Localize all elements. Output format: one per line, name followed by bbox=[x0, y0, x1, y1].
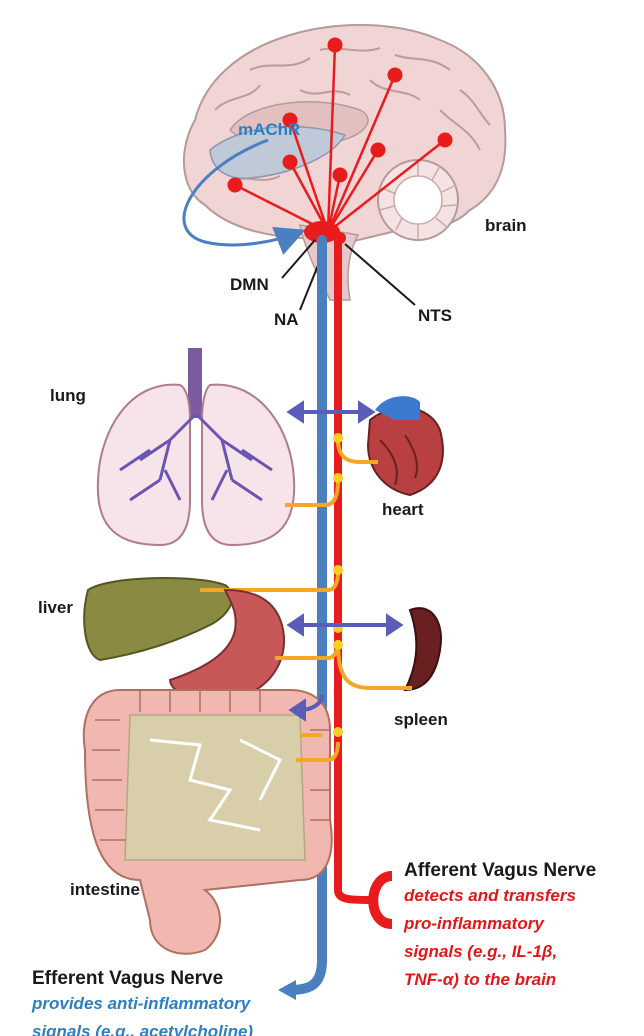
liver-label: liver bbox=[38, 598, 73, 618]
na-label: NA bbox=[274, 310, 299, 330]
brain-label: brain bbox=[485, 216, 527, 236]
efferent-description: Efferent Vagus Nerve provides anti-infla… bbox=[32, 968, 332, 1036]
intestine-label: intestine bbox=[70, 880, 140, 900]
lung-label: lung bbox=[50, 386, 86, 406]
afferent-receptor bbox=[373, 876, 392, 924]
anti-inflammatory-arrow-heart bbox=[290, 404, 372, 420]
mAChR-label: mAChR bbox=[238, 120, 300, 140]
efferent-line-2: signals (e.g., acetylcholine) bbox=[32, 1018, 332, 1036]
afferent-title: Afferent Vagus Nerve bbox=[404, 860, 640, 882]
anti-inflammatory-arrow-spleen bbox=[290, 617, 400, 633]
dmn-label: DMN bbox=[230, 275, 269, 295]
efferent-title: Efferent Vagus Nerve bbox=[32, 968, 332, 990]
spleen-illustration bbox=[405, 608, 441, 690]
heart-illustration bbox=[368, 396, 443, 495]
lung-illustration bbox=[98, 348, 294, 545]
brain-illustration bbox=[184, 25, 505, 300]
afferent-line-2: pro-inflammatory bbox=[404, 910, 640, 938]
intestine-illustration bbox=[84, 690, 332, 954]
afferent-line-4: TNF-α) to the brain bbox=[404, 966, 640, 994]
afferent-description: Afferent Vagus Nerve detects and transfe… bbox=[404, 860, 640, 994]
afferent-line-1: detects and transfers bbox=[404, 882, 640, 910]
heart-label: heart bbox=[382, 500, 424, 520]
nts-label: NTS bbox=[418, 306, 452, 326]
efferent-line-1: provides anti-inflammatory bbox=[32, 990, 332, 1018]
afferent-vagus-nerve bbox=[338, 240, 372, 900]
afferent-line-3: signals (e.g., IL-1β, bbox=[404, 938, 640, 966]
spleen-label: spleen bbox=[394, 710, 448, 730]
